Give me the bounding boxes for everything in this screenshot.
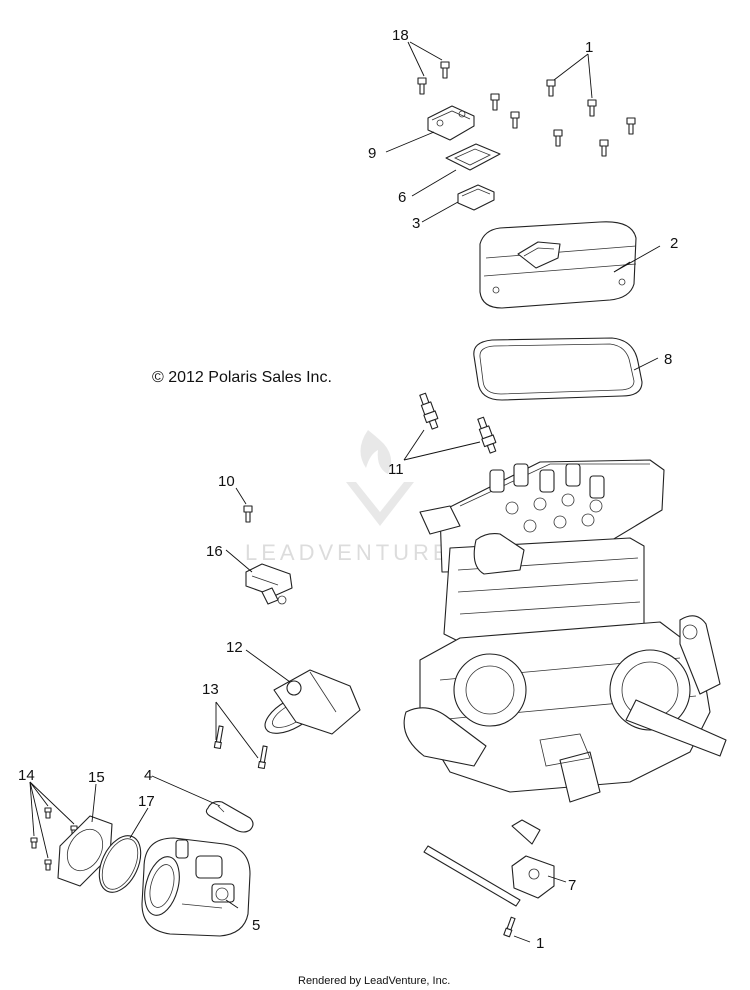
- callout-11: 11: [388, 461, 404, 478]
- callout-4: 4: [144, 767, 152, 784]
- part-11-spark-plugs: [419, 392, 497, 454]
- part-17-o-ring: [98, 835, 142, 893]
- callout-7: 7: [568, 877, 576, 894]
- callout-15: 15: [88, 769, 105, 786]
- callout-14: 14: [18, 767, 35, 784]
- callout-5: 5: [252, 917, 260, 934]
- bolt-group-top: [417, 61, 636, 157]
- copyright-notice: © 2012 Polaris Sales Inc.: [152, 369, 332, 386]
- callout-17: 17: [138, 793, 155, 810]
- callout-8: 8: [664, 351, 672, 368]
- callout-10: 10: [218, 473, 235, 490]
- callout-16: 16: [206, 543, 223, 560]
- footer-credit: Rendered by LeadVenture, Inc.: [298, 975, 450, 987]
- part-7-position-sensor: [423, 819, 555, 907]
- part-8-valve-cover-gasket: [473, 337, 643, 401]
- part-5-throttle-body: [141, 837, 251, 937]
- part-13-bolts: [213, 725, 268, 770]
- part-16-map-sensor: [245, 563, 293, 605]
- part-6-breather-gasket: [445, 143, 501, 171]
- callout-3: 3: [412, 215, 420, 232]
- part-2-valve-cover: [479, 221, 637, 309]
- part-4-sensor: [205, 801, 254, 833]
- leadventure-watermark: LEADVENTURE: [245, 430, 452, 565]
- callout-9: 9: [368, 145, 376, 162]
- callout-6: 6: [398, 189, 406, 206]
- callout-1-bottom: 1: [536, 935, 544, 952]
- callout-labels: 18 1 9 6 3 2 8 11 10 16 12 13 4 14 15 17…: [18, 27, 678, 952]
- callout-13: 13: [202, 681, 219, 698]
- part-10-bolt: [243, 505, 253, 523]
- callout-18: 18: [392, 27, 409, 44]
- callout-1: 1: [585, 39, 593, 56]
- watermark-text: LEADVENTURE: [245, 540, 452, 565]
- leader-lines: [29, 41, 661, 943]
- part-12-intake-adapter: [264, 669, 361, 735]
- part-9-breather-cover: [427, 105, 475, 141]
- part-1-bolt-bottom: [503, 916, 516, 938]
- callout-2: 2: [670, 235, 678, 252]
- callout-12: 12: [226, 639, 243, 656]
- engine-assembly: [403, 459, 727, 803]
- part-3-baffle: [457, 184, 495, 211]
